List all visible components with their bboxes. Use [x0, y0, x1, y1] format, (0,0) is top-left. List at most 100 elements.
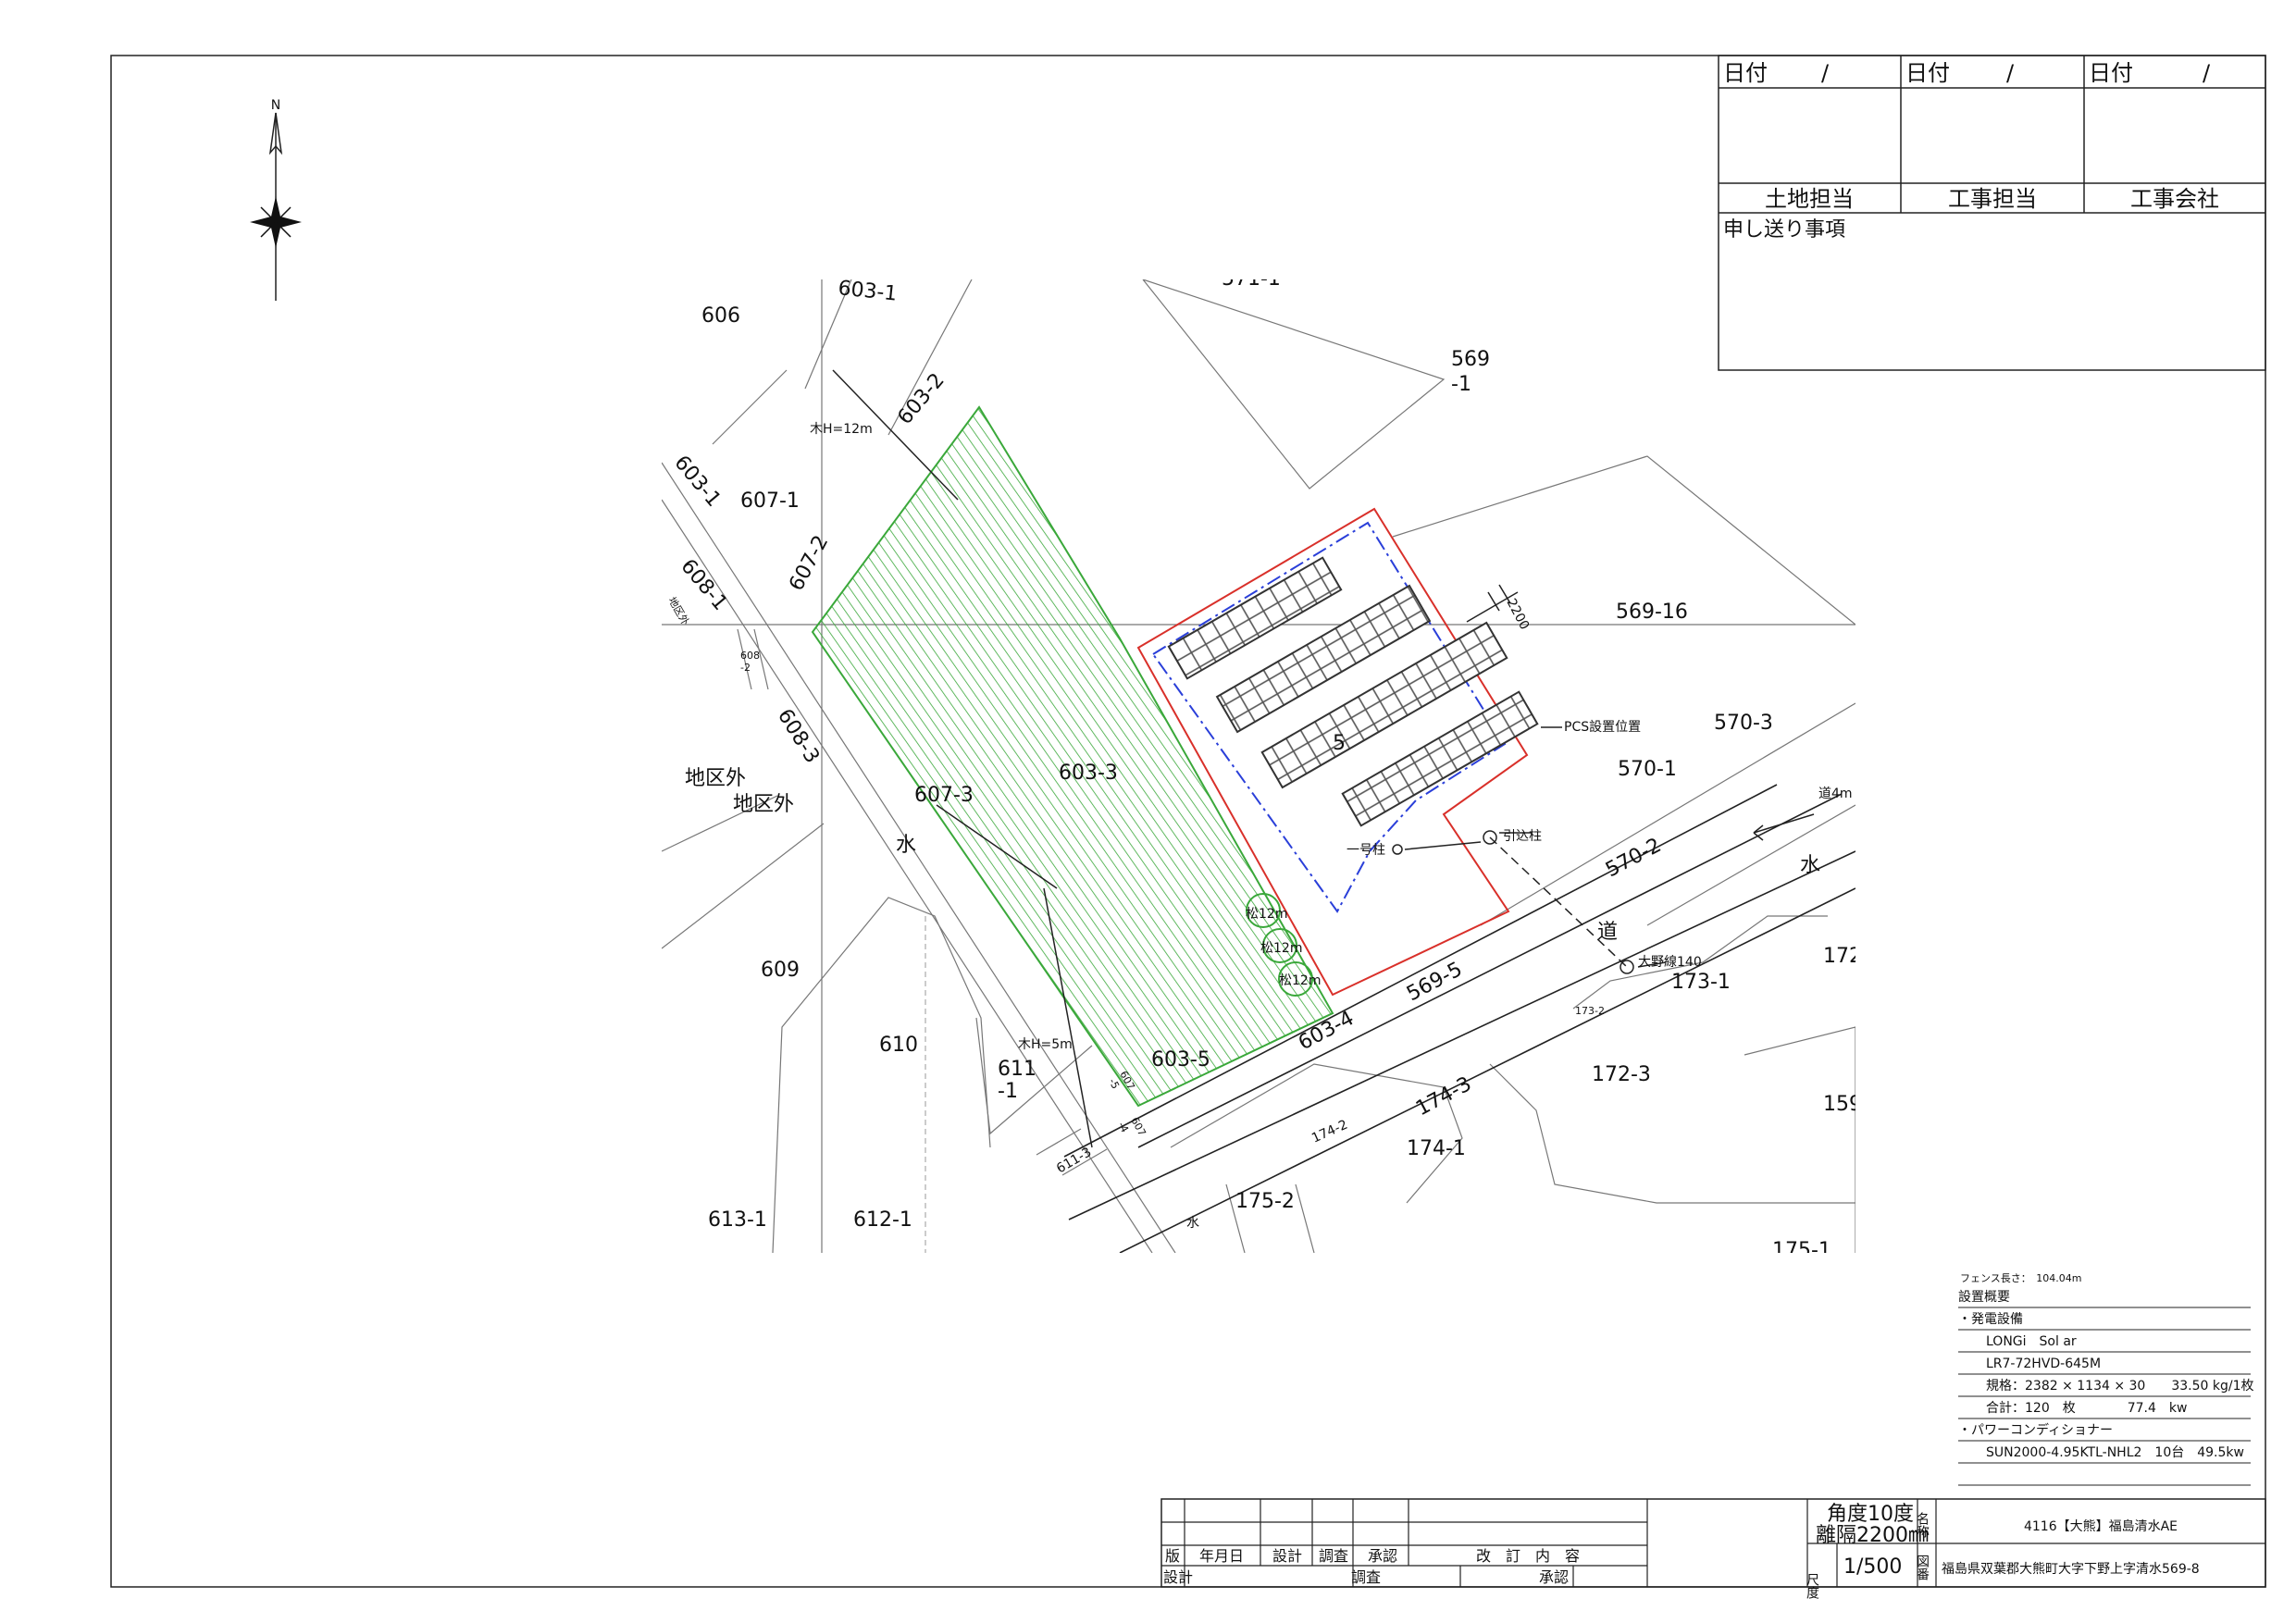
parcel-label: -2	[740, 662, 751, 674]
fence-outline	[1136, 507, 1529, 997]
tree-label: 松12m	[1260, 941, 1302, 956]
remarks-label: 申し送り事項	[1723, 218, 1845, 242]
drawing-address: 福島県双葉郡大熊町大字下野上字清水569-8	[1942, 1562, 2200, 1577]
role-contractor: 工事会社	[2130, 186, 2219, 212]
parcel-label: 172	[1823, 945, 1862, 968]
parcel-label: -5	[1106, 1076, 1122, 1091]
date-slash-3: /	[2203, 60, 2211, 86]
north-arrow: N	[250, 98, 302, 301]
service-pole-label: 引込柱	[1503, 829, 1542, 844]
rev-header-approve: 承認	[1368, 1547, 1397, 1565]
scale-label: 尺度	[1805, 1573, 1819, 1599]
approval-box: 日付 / 日付 / 日付 / 土地担当 工事担当 工事会社 申し送り事項	[1718, 55, 2266, 371]
rev-header-content: 改 訂 内 容	[1476, 1547, 1580, 1565]
tree-label: 木H=12m	[810, 422, 873, 437]
parcel-label: 611-3	[1054, 1145, 1094, 1176]
parcel-label: 175-1	[1772, 1239, 1831, 1262]
parcel-label: 地区外	[685, 767, 746, 790]
parcel-label: 水	[896, 834, 916, 857]
parcel-label: -1	[998, 1080, 1018, 1103]
solar-panel-arrays	[1167, 556, 1539, 827]
parcel-label: 159	[1823, 1093, 1862, 1116]
role-construction: 工事担当	[1948, 186, 2037, 212]
parcel-label: 173-2	[1575, 1005, 1605, 1017]
parcel-label: 570-2	[1602, 834, 1665, 882]
parcel-label: 609	[761, 959, 800, 982]
parcel-label: 606	[701, 304, 740, 328]
pcs-label: PCS設置位置	[1564, 720, 1641, 735]
green-area	[811, 405, 1334, 1108]
date-slash-1: /	[1821, 60, 1830, 86]
date-label-1: 日付	[1723, 60, 1768, 86]
module-spec: 規格：2382 × 1134 × 30 33.50 kg/1枚	[1986, 1379, 2253, 1394]
parcel-label: 607-1	[740, 489, 800, 513]
rev-header-design: 設計	[1272, 1547, 1302, 1565]
parcel-label: 610	[879, 1034, 918, 1057]
parcel-label: 172-3	[1592, 1063, 1651, 1086]
parcel-label: 607	[1128, 1115, 1148, 1138]
parcel-label: 道	[1597, 921, 1618, 944]
date-label-2: 日付	[1905, 60, 1950, 86]
drawing-label: 図番	[1915, 1555, 1930, 1580]
tree-label: 松12m	[1279, 973, 1321, 988]
equipment-notes: フェンス長さ： 104.04m 設置概要 ・発電設備 LONGi Sol ar …	[1958, 1272, 2253, 1486]
bottom-design: 設計	[1163, 1568, 1193, 1586]
gen-heading: ・発電設備	[1958, 1312, 2023, 1327]
parcel-labels: 603-1 571-1 606 569 -1 603-2 603-1 607-1…	[665, 267, 1862, 1262]
rev-header-survey: 調査	[1319, 1547, 1348, 1565]
fence-length: フェンス長さ： 104.04m	[1960, 1272, 2081, 1284]
title-block: 版 年月日 設計 調査 承認 改 訂 内 容 設計 調査 承認 角度10度 離隔…	[1160, 1498, 2266, 1599]
pole1-label: 一号柱	[1347, 843, 1385, 858]
north-label: N	[271, 98, 280, 113]
rev-header-date: 年月日	[1199, 1547, 1244, 1565]
parcel-label: 173-1	[1671, 971, 1731, 994]
parcel-label: 603-2	[893, 369, 949, 429]
parcel-label: -4	[1115, 1120, 1131, 1134]
parcel-label: 道4m	[1818, 787, 1853, 801]
name-label: 名称	[1915, 1512, 1930, 1539]
parcel-label: 570-1	[1618, 758, 1677, 781]
parcel-label: 603-1	[837, 277, 898, 306]
pcs-model: SUN2000-4.95KTL-NHL2 10台 49.5kw	[1986, 1445, 2244, 1460]
parcel-label: 571-1	[1222, 267, 1281, 291]
spacing-note: 離隔2200㎜	[1816, 1524, 1929, 1547]
power-line-label: 大野線140	[1638, 955, 1702, 970]
bottom-approve: 承認	[1539, 1568, 1569, 1586]
role-land: 土地担当	[1765, 186, 1854, 212]
parcel-label: 608	[740, 650, 760, 662]
scale-value: 1/500	[1843, 1555, 1902, 1579]
parcel-label: 5	[1333, 732, 1346, 755]
parcel-label: 水	[1800, 854, 1820, 877]
parcel-label: 174-3	[1412, 1072, 1475, 1121]
parcel-label: 607-3	[914, 784, 974, 807]
parcel-label: 569-16	[1616, 601, 1688, 624]
parcel-label: 603-3	[1059, 762, 1118, 785]
summary-heading: 設置概要	[1958, 1290, 2010, 1305]
parcel-label: -1	[1451, 373, 1471, 396]
parcel-label: 水	[1186, 1216, 1199, 1231]
rev-header-version: 版	[1165, 1547, 1180, 1565]
parcel-label: 569	[1451, 348, 1490, 371]
date-label-3: 日付	[2089, 60, 2133, 86]
module-maker: LONGi Sol ar	[1986, 1334, 2077, 1349]
parcel-label: 603-1	[669, 452, 725, 512]
project-name: 4116【大熊】福島清水AE	[2024, 1519, 2178, 1534]
parcel-label: 611	[998, 1058, 1036, 1081]
parcel-label: 570-3	[1714, 712, 1773, 735]
parcel-label: 地区外	[733, 793, 794, 816]
parcel-label: 607-2	[785, 532, 833, 595]
parcel-label: 175-2	[1235, 1190, 1295, 1213]
tree-label: 松12m	[1246, 907, 1287, 922]
parcel-label: 174-1	[1407, 1137, 1466, 1160]
parcel-label: 地区外	[665, 595, 691, 627]
tree-label: 木H=5m	[1018, 1037, 1073, 1052]
module-model: LR7-72HVD-645M	[1986, 1357, 2101, 1371]
site-map: 2200 603-1 571-1 606 569 -1 603-2 6	[662, 267, 1862, 1262]
dimension-marker: 2200	[1466, 584, 1532, 632]
dimension-label: 2200	[1503, 596, 1532, 632]
layout-line	[1151, 521, 1507, 913]
pcs-heading: ・パワーコンディショナー	[1958, 1422, 2113, 1438]
angle-note: 角度10度	[1827, 1503, 1914, 1526]
bottom-survey: 調査	[1351, 1568, 1381, 1586]
